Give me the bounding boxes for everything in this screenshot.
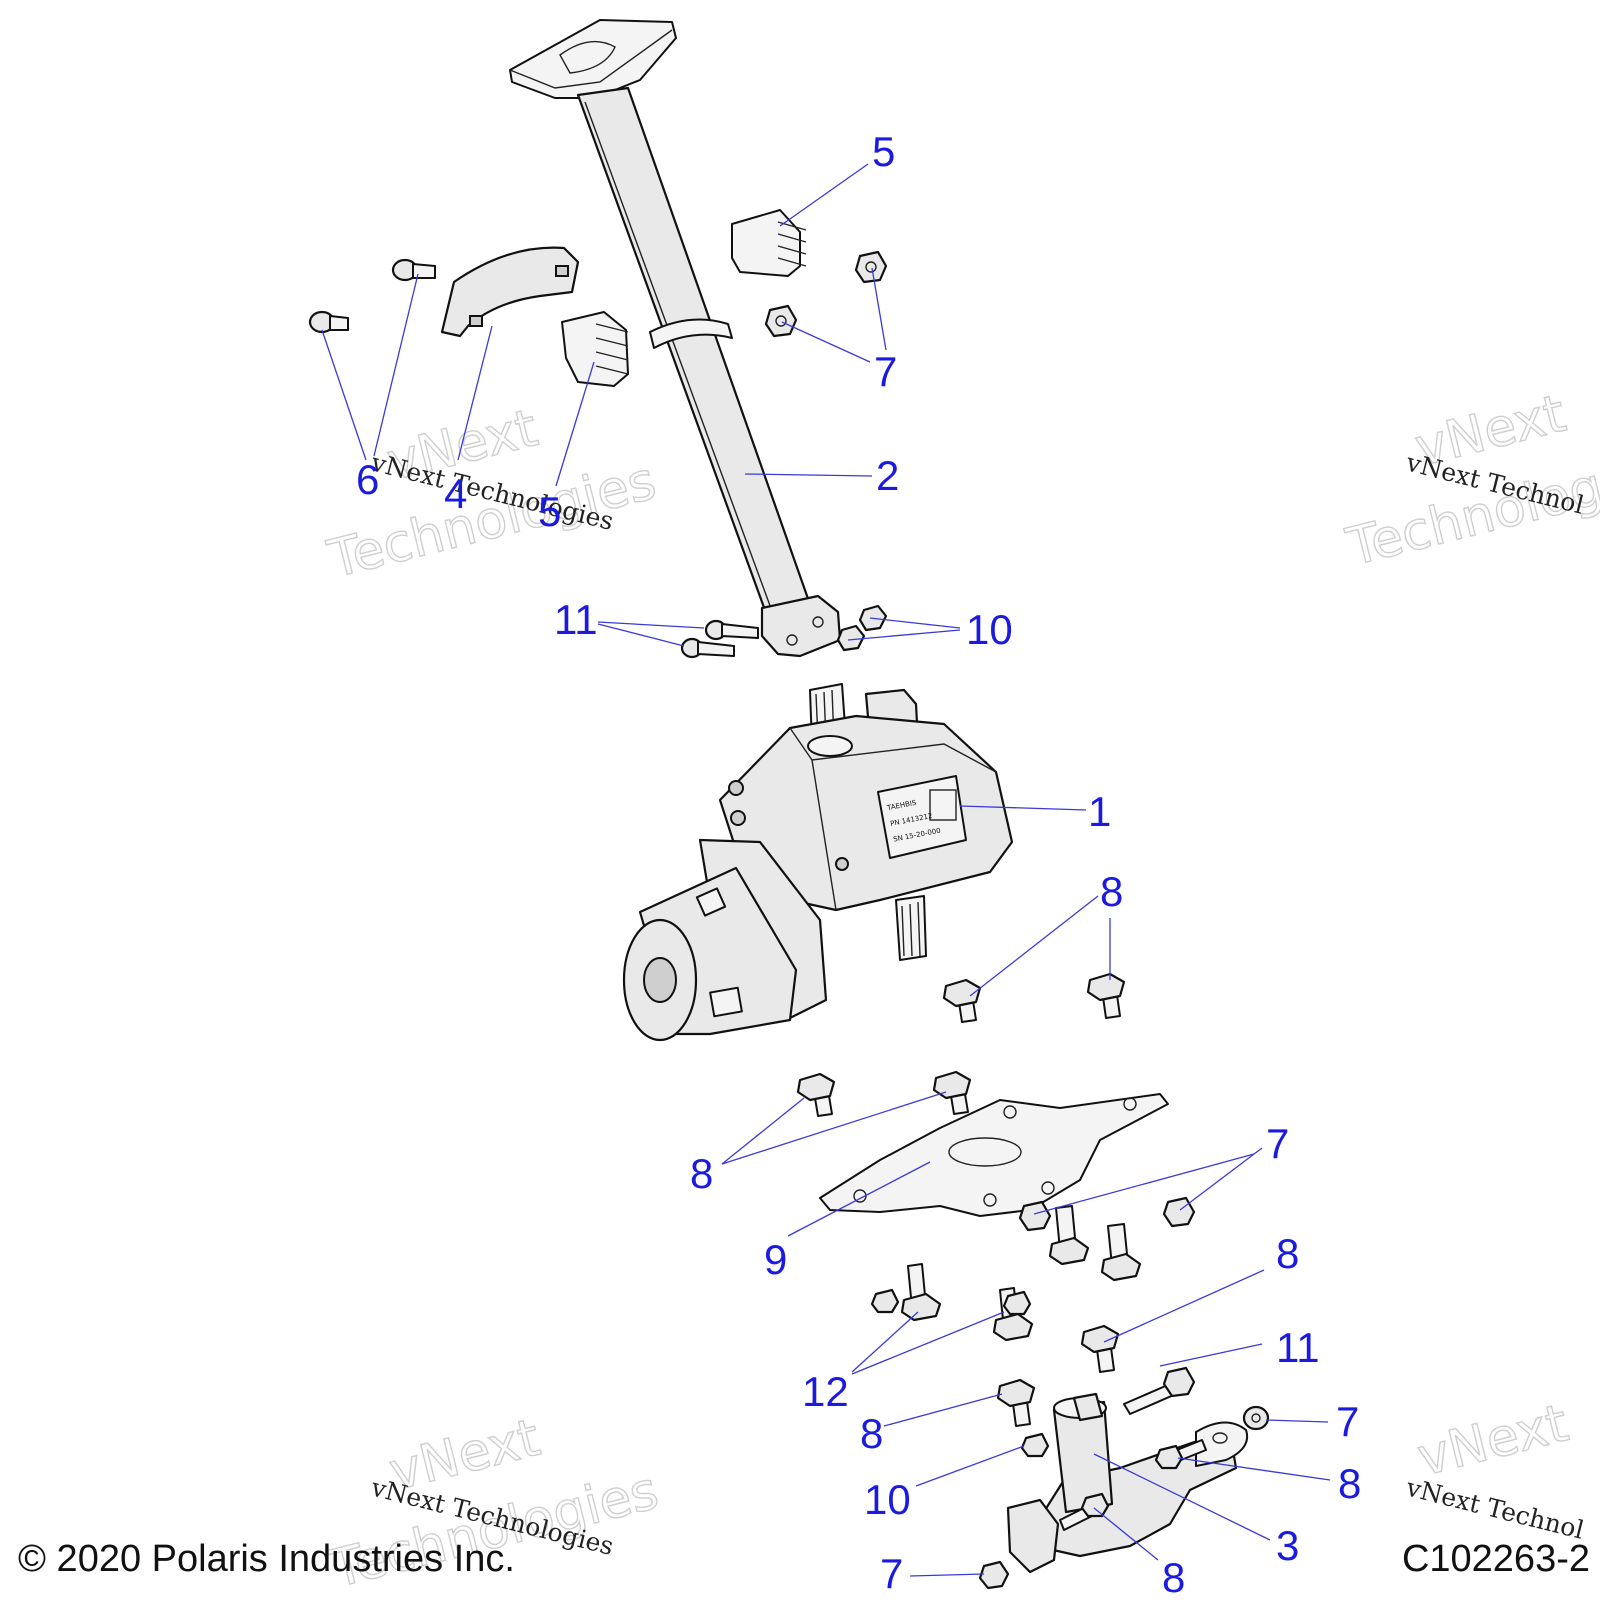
bolt-6-a (308, 310, 349, 334)
callout-11-top: 11 (554, 596, 598, 643)
callout-9: 9 (764, 1236, 787, 1283)
nut-10-lower (1020, 1432, 1050, 1458)
callout-6: 6 (356, 456, 379, 503)
bolt-11-upper-a (704, 619, 759, 641)
callout-3: 3 (1276, 1522, 1299, 1569)
gearbox-label (877, 775, 967, 859)
callout-7-bottom: 7 (880, 1550, 903, 1597)
stud-12-a (870, 1263, 942, 1322)
watermark-small-lower-right: vNext Technol (1403, 1472, 1587, 1544)
bolt-8-a (942, 978, 982, 1023)
grommet-upper-right (731, 209, 807, 277)
stud-12-b (992, 1287, 1034, 1342)
bolt-8-c (796, 1072, 836, 1117)
callout-10-top: 10 (966, 606, 1013, 653)
callout-8-mid-right: 8 (1276, 1230, 1299, 1277)
nut-7-mid-a (1018, 1200, 1052, 1232)
callout-8-bottom: 8 (1162, 1554, 1185, 1600)
stud-bolt-a (1048, 1205, 1090, 1266)
bolt-11-lower (1123, 1366, 1196, 1415)
bolt-11-upper-b (680, 637, 735, 659)
callout-7-top: 7 (874, 348, 897, 395)
copyright-notice: © 2020 Polaris Industries Inc. (18, 1538, 515, 1580)
bolt-8-b (1086, 972, 1126, 1019)
callout-11-bottom: 11 (1276, 1324, 1320, 1371)
callout-4: 4 (444, 470, 467, 517)
bolt-8-h (1059, 1492, 1110, 1531)
grommet-upper-left (561, 311, 629, 387)
callout-10-bottom: 10 (864, 1476, 911, 1523)
svg-text:vNext: vNext (1412, 1393, 1574, 1488)
mounting-plate (819, 1093, 1169, 1217)
nut-7-upper-a (854, 250, 888, 284)
leader-lines (321, 163, 1331, 1577)
stud-bolt-b (1100, 1223, 1142, 1282)
nut-7-upper-b (764, 304, 798, 338)
callout-5-left: 5 (538, 488, 561, 535)
callout-2: 2 (876, 452, 899, 499)
clamp-bracket (440, 246, 580, 338)
nut-7-lower-right (1242, 1405, 1270, 1431)
callout-12: 12 (802, 1368, 849, 1415)
bolt-8-e (1080, 1324, 1120, 1373)
bolt-6-b (391, 258, 436, 282)
callout-8-bottom-left: 8 (860, 1410, 883, 1457)
nut-7-bottom (978, 1560, 1010, 1590)
watermark-lower-right: vNext (1411, 1393, 1574, 1489)
callout-7-mid: 7 (1266, 1120, 1289, 1167)
bolt-8-f (996, 1378, 1036, 1427)
bolt-8-d (932, 1070, 972, 1115)
power-steering-unit: TAEHBIS PN 1413212 SN 15-20-000 (622, 683, 1014, 1042)
bolt-8-g (1154, 1439, 1207, 1470)
callout-8-bottom-right: 8 (1338, 1460, 1361, 1507)
callout-8-right-upper: 8 (1100, 868, 1123, 915)
callout-8-left: 8 (690, 1150, 713, 1197)
drawing-code: C102263-2 (1401, 1538, 1590, 1580)
callout-5-top: 5 (872, 128, 895, 175)
callout-1: 1 (1088, 788, 1111, 835)
callout-7-bottom-right: 7 (1336, 1398, 1359, 1445)
steering-column (509, 19, 842, 658)
nut-10-upper-b (836, 624, 866, 652)
idler-arm-assembly (1006, 1392, 1248, 1574)
